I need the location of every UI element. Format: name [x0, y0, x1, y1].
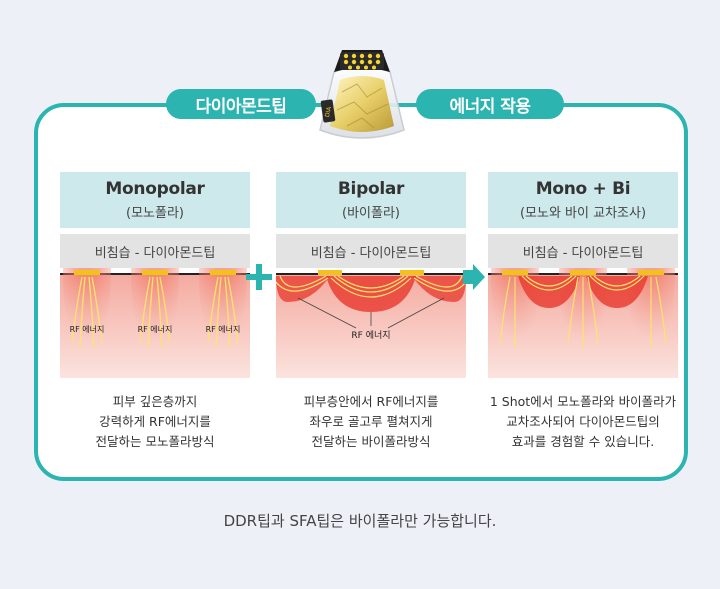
mono-bi-description-line: 효과를 경험할 수 있습니다.: [511, 434, 655, 449]
bipolar-energy-arcs: [276, 275, 466, 312]
arrow-right-icon: [463, 264, 485, 290]
mono-bi-header: Mono + Bi (모노와 바이 교차조사): [488, 172, 678, 228]
mono-bi-bar: 비침습 - 다이아몬드팁: [488, 234, 678, 268]
mono-bi-energy: [491, 268, 675, 356]
bipolar-panel: Bipolar (바이폴라) 비침습 - 다이아몬드팁: [276, 172, 466, 384]
energy-action-pill: 에너지 작용: [416, 89, 564, 119]
bipolar-tip-contacts: [318, 270, 424, 275]
monopolar-title: Monopolar: [105, 179, 205, 199]
monopolar-description: 피부 깊은층까지 강력하게 RF에너지를 전달하는 모노폴라방식: [50, 392, 260, 452]
monopolar-rf-label: RF 에너지: [138, 324, 173, 334]
bipolar-description-line: 좌우로 골고루 펼쳐지게: [309, 414, 433, 429]
bipolar-description: 피부층안에서 RF에너지를 좌우로 골고루 펼쳐지게 전달하는 바이폴라방식: [266, 392, 476, 452]
monopolar-header: Monopolar (모노폴라): [60, 172, 250, 228]
monopolar-subtitle: (모노폴라): [126, 206, 184, 221]
bipolar-pointer-lines: [297, 297, 445, 329]
diamond-tip-device-icon: DIA: [319, 50, 405, 139]
mono-bi-subtitle: (모노와 바이 교차조사): [519, 206, 647, 221]
monopolar-tip-contacts: [74, 270, 236, 275]
bipolar-description-line: 피부층안에서 RF에너지를: [303, 394, 439, 409]
monopolar-panel: Monopolar (모노폴라) 비침습 - 다이아몬드팁: [60, 172, 250, 384]
device-label: DIA: [324, 105, 333, 118]
bipolar-illustration: RF 에너지: [276, 268, 466, 378]
bipolar-rf-label: RF 에너지: [351, 330, 390, 341]
monopolar-bar: 비침습 - 다이아몬드팁: [60, 234, 250, 268]
mono-bi-title: Mono + Bi: [535, 179, 631, 199]
bipolar-title: Bipolar: [337, 179, 405, 199]
mono-bi-panel: Mono + Bi (모노와 바이 교차조사) 비침습 - 다이아몬드팁: [488, 172, 678, 384]
bipolar-bar: 비침습 - 다이아몬드팁: [276, 234, 466, 268]
mono-bi-tip-contacts: [502, 270, 664, 275]
monopolar-description-line: 강력하게 RF에너지를: [99, 414, 211, 429]
mono-bi-description-line: 교차조사되어 다이아몬드팁의: [506, 414, 660, 429]
monopolar-illustration: RF 에너지 RF 에너지 RF 에너지: [60, 268, 250, 378]
bipolar-subtitle: (바이폴라): [342, 206, 400, 221]
monopolar-description-line: 피부 깊은층까지: [112, 394, 198, 409]
bipolar-header: Bipolar (바이폴라): [276, 172, 466, 228]
bipolar-description-line: 전달하는 바이폴라방식: [311, 434, 431, 449]
monopolar-rf-label: RF 에너지: [70, 324, 105, 334]
mono-bi-illustration: [488, 268, 678, 378]
diamond-tip-pill: 다이아몬드팁: [166, 89, 316, 119]
plus-icon: [246, 264, 272, 290]
mono-bi-description: 1 Shot에서 모노폴라와 바이폴라가 교차조사되어 다이아몬드팁의 효과를 …: [468, 392, 698, 452]
monopolar-energy-beams: [63, 268, 247, 356]
footnote: DDR팁과 SFA팁은 바이폴라만 가능합니다.: [223, 512, 497, 530]
mono-bi-description-line: 1 Shot에서 모노폴라와 바이폴라가: [489, 394, 677, 409]
monopolar-description-line: 전달하는 모노폴라방식: [95, 434, 215, 449]
monopolar-rf-label: RF 에너지: [206, 324, 241, 334]
